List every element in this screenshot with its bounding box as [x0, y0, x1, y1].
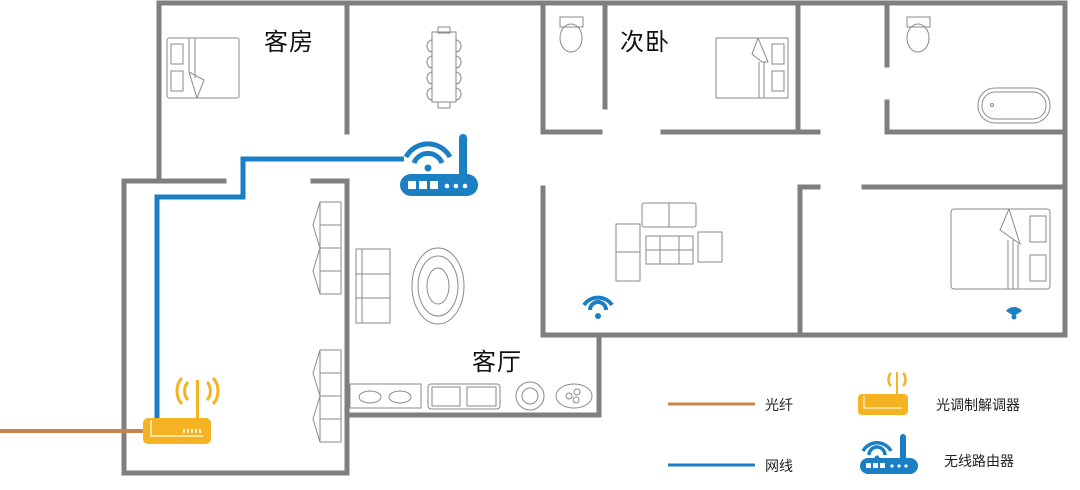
bathtub-icon: [977, 87, 1051, 124]
optical-modem-icon: [143, 376, 220, 444]
legend-fiber-label: 光纤: [765, 398, 793, 414]
toilet-icon: [559, 16, 584, 53]
legend-modem-icon: [858, 372, 908, 415]
toilet-icon-2: [906, 16, 931, 53]
second-bed-icon: [715, 37, 789, 99]
wifi-signal-weak-icon: [1006, 306, 1022, 320]
sofa-icon: [355, 248, 391, 324]
legend: [668, 372, 918, 474]
walls: [121, 0, 1068, 476]
sofa-set-icon: [615, 202, 723, 282]
wireless-router-icon: [400, 134, 478, 196]
furniture: [166, 16, 1051, 443]
legend-modem-label: 光调制解调器: [936, 398, 1020, 414]
legend-router-label: 无线路由器: [944, 454, 1014, 470]
kitchen-counter-icon: [349, 381, 593, 411]
cabinet-icon: [312, 201, 342, 443]
room-label-living-room: 客厅: [472, 348, 522, 376]
dining-table-icon: [426, 26, 462, 109]
ethernet-cable: [154, 156, 404, 418]
legend-router-icon: [860, 434, 918, 474]
guest-bed-icon: [166, 37, 240, 100]
wifi-signal-icon: [582, 295, 614, 319]
legend-ethernet-label: 网线: [765, 459, 793, 475]
room-label-second-bedroom: 次卧: [620, 28, 670, 56]
room-label-guest-room: 客房: [264, 28, 314, 56]
rug-icon: [411, 247, 465, 325]
master-bed-icon: [950, 208, 1051, 290]
